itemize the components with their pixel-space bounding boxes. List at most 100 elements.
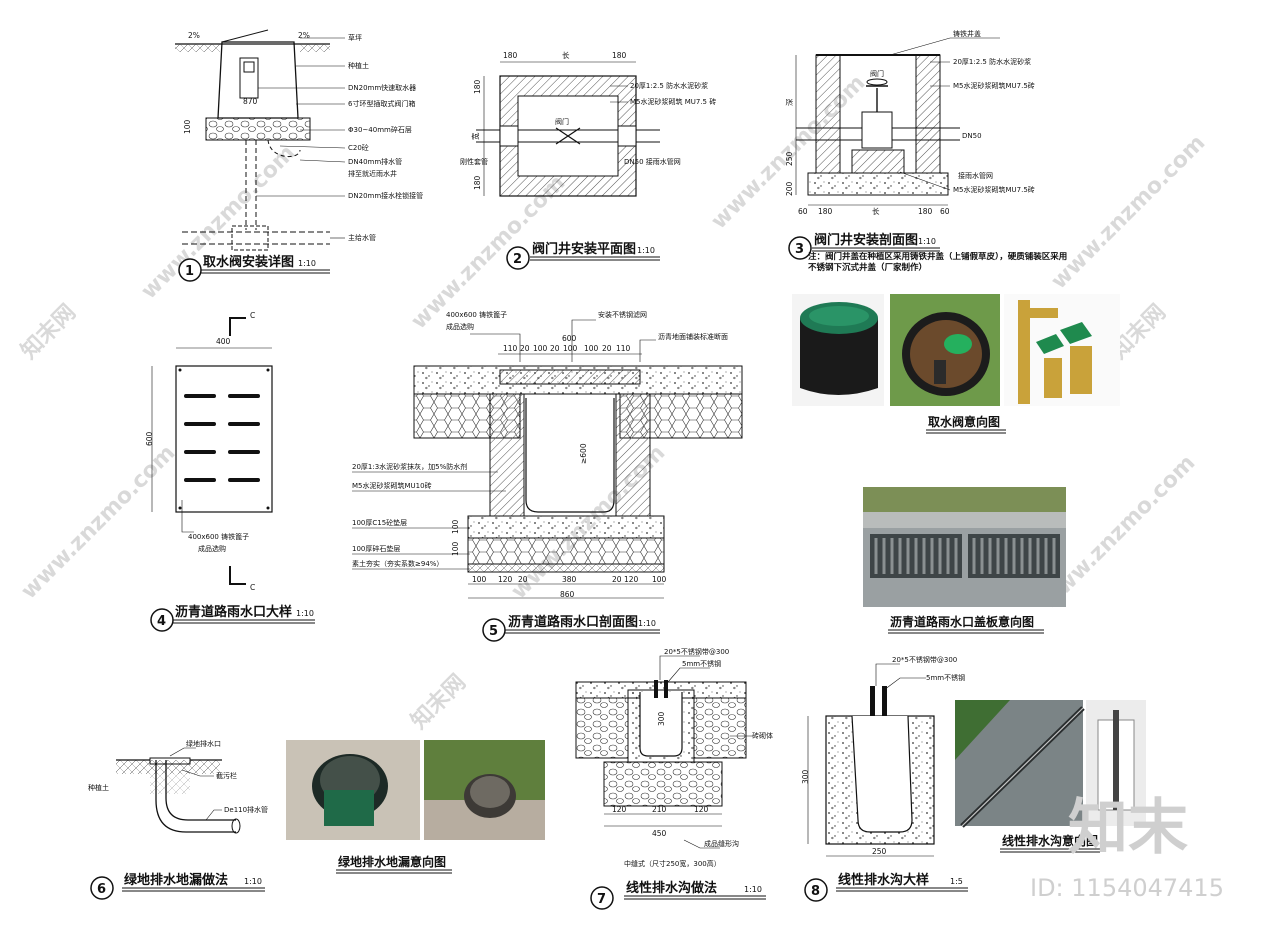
dim-text: 60 xyxy=(798,207,808,216)
label-text: 铸铁井盖 xyxy=(953,29,981,38)
dim-text: 180 xyxy=(473,79,482,94)
drawing-scale: 1:5 xyxy=(950,877,963,886)
label-text: 20厚1:2.5 防水水泥砂浆 xyxy=(953,57,1031,66)
label-text: C20砼 xyxy=(348,143,369,152)
drawing-7: 120 210 120 450 300 20*5不锈钢带@300 5mm不锈钢 … xyxy=(575,647,773,910)
drawing-1: 2% 2% 870 100 草坪 种植土 DN20mm快速取水器 6寸环型插取式… xyxy=(175,29,423,282)
dim-text: 110 xyxy=(503,344,518,353)
dim-text: 300 xyxy=(801,769,810,784)
label-text: 100厚碎石垫层 xyxy=(352,544,400,553)
label-text: 截污栏 xyxy=(216,771,237,780)
drawing-title: 线性排水沟大样 xyxy=(838,872,929,888)
label-text: M5水泥砂浆砌筑MU10砖 xyxy=(352,481,432,490)
photo-green-floor-drain: 绿地排水地漏意向图 xyxy=(286,740,545,874)
dim-text: 120 xyxy=(694,805,709,814)
image-id: ID: 1154047415 xyxy=(1030,874,1224,902)
label-text: 6寸环型插取式阀门箱 xyxy=(348,99,415,108)
dim-text: 100 xyxy=(533,344,548,353)
dim-text: 250 xyxy=(872,847,887,856)
label-text: 20厚1:3水泥砂浆抹灰，加5%防水剂 xyxy=(352,462,467,471)
photo-caption: 取水阀意向图 xyxy=(928,414,1000,429)
label-text: 种植土 xyxy=(88,783,109,792)
drawing-3: 深 250 200 60 180 长 180 60 铸铁井盖 20厚1:2.5 … xyxy=(785,29,1068,273)
photo-caption: 绿地排水地漏意向图 xyxy=(338,854,446,869)
label-text: 成品选购 xyxy=(198,544,226,553)
drawing-title: 线性排水沟做法 xyxy=(626,880,717,896)
drawing-number: 6 xyxy=(97,882,106,897)
dim-text: 20 xyxy=(520,344,530,353)
watermark-text: www.znzmo.com xyxy=(137,140,301,304)
grate-slots xyxy=(870,534,1060,578)
label-text: 种植土 xyxy=(348,61,369,70)
dim-text: 长 xyxy=(872,206,880,216)
label-text: DN40mm排水管 xyxy=(348,157,402,166)
label-text: M5水泥砂浆砌筑 MU7.5 砖 xyxy=(630,97,716,106)
drawing-title: 阀门井安装平面图 xyxy=(532,241,636,257)
dim-text: 100 xyxy=(183,119,192,134)
label-text: M5水泥砂浆砌筑MU7.5砖 xyxy=(953,81,1035,90)
drawing-scale: 1:10 xyxy=(744,885,762,894)
drawing-note: 注：阀门井盖在种植区采用铸铁井盖（上铺假草皮），硬质铺装区采用不锈钢下沉式井盖（… xyxy=(808,252,1068,273)
dim-text: 400 xyxy=(216,337,231,346)
drawing-scale: 1:10 xyxy=(296,609,314,618)
photo-caption: 线性排水沟意向图 xyxy=(1002,833,1098,848)
label-text: 400x600 铸铁篦子 xyxy=(188,532,249,541)
photo-hydrant-valve: 取水阀意向图 xyxy=(792,294,1120,434)
drawing-2: 180 长 180 180 宽 180 20厚1:2.5 防水水泥砂浆 M5水泥… xyxy=(460,50,716,270)
label-text: 主给水管 xyxy=(348,233,376,242)
drawing-6: 绿地排水口 截污栏 种植土 De110排水管 6 绿地排水地漏做法 1:10 xyxy=(88,739,268,900)
dim-text: 120 xyxy=(624,575,639,584)
dim-text: 300 xyxy=(657,711,666,726)
label-text: 100厚C15砼垫层 xyxy=(352,518,407,527)
drawing-number: 7 xyxy=(597,892,606,907)
drawing-scale: 1:10 xyxy=(918,237,936,246)
drawing-title: 阀门井安装剖面图 xyxy=(814,232,918,248)
drawing-number: 5 xyxy=(489,624,498,639)
dim-text: 2% xyxy=(298,31,310,40)
watermark-text: www.znzmo.com xyxy=(17,440,181,604)
dim-text: 110 xyxy=(616,344,631,353)
label-text: 绿地排水口 xyxy=(186,739,221,748)
dim-text: 100 xyxy=(472,575,487,584)
label-text: 刚性套管 xyxy=(460,157,488,166)
dim-text: 380 xyxy=(562,575,577,584)
dim-text: 深 xyxy=(785,98,794,106)
label-text: DN50 xyxy=(962,132,982,140)
photo-caption: 沥青道路雨水口盖板意向图 xyxy=(890,614,1034,629)
watermark-text: 知末网 xyxy=(16,299,81,364)
dim-text: 250 xyxy=(785,151,794,166)
label-text: 排至就近雨水井 xyxy=(348,169,397,178)
section-mark: C xyxy=(250,311,255,320)
label-text: 20厚1:2.5 防水水泥砂浆 xyxy=(630,81,708,90)
label-text: 5mm不锈钢 xyxy=(682,659,721,668)
label-text: DN50 接雨水管网 xyxy=(624,157,681,166)
label-text: 阀门 xyxy=(555,117,569,126)
section-mark: C xyxy=(250,583,255,592)
label-text: 中缝式（尺寸250宽，300高） xyxy=(624,859,721,868)
label-text: 素土夯实（夯实系数≥94%） xyxy=(352,559,443,568)
dim-text: 180 xyxy=(473,175,482,190)
dim-text: 180 xyxy=(503,51,518,60)
dim-text: 860 xyxy=(560,590,575,599)
dim-text: 2% xyxy=(188,31,200,40)
dim-text: 20 xyxy=(550,344,560,353)
drawing-number: 3 xyxy=(795,242,804,257)
dim-text: 长 xyxy=(562,50,570,60)
dim-text: 20 xyxy=(602,344,612,353)
label-text: M5水泥砂浆砌筑MU7.5砖 xyxy=(953,185,1035,194)
dim-text: 200 xyxy=(785,181,794,196)
drawing-5: 110 20 100 20 100 600 100 20 110 ≥600 10… xyxy=(352,310,743,642)
label-text: De110排水管 xyxy=(224,805,268,814)
dim-text: 100 xyxy=(451,519,460,534)
drawing-scale: 1:10 xyxy=(638,619,656,628)
dim-text: 450 xyxy=(652,829,667,838)
drawing-number: 4 xyxy=(157,614,166,629)
dim-text: 宽 xyxy=(470,132,480,140)
label-text: 20*5不锈钢带@300 xyxy=(892,655,957,664)
dim-text: 180 xyxy=(612,51,627,60)
dim-text: 100 xyxy=(563,344,578,353)
drawing-number: 2 xyxy=(513,252,522,267)
grate-slots xyxy=(184,394,260,482)
drawing-title: 沥青道路雨水口剖面图 xyxy=(508,614,638,630)
drawing-number: 1 xyxy=(185,264,194,279)
